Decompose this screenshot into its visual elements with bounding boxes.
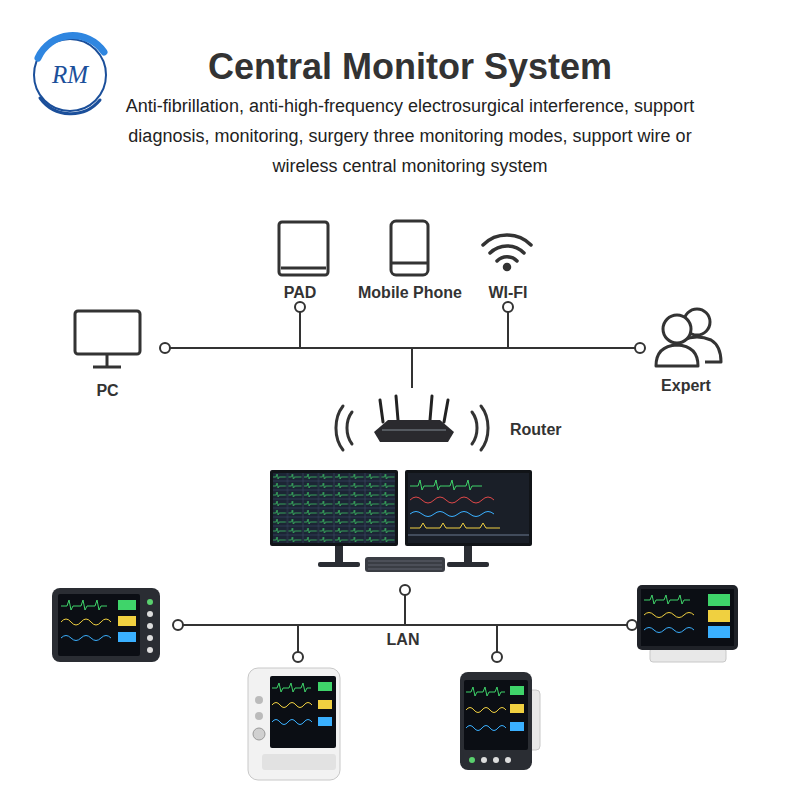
patient-monitor [637, 585, 738, 662]
patient-monitor [248, 668, 340, 780]
bus-connector [412, 307, 508, 388]
device-node: WI-FI [470, 215, 546, 307]
node-label: PAD [268, 283, 332, 303]
bus-endpoint [295, 302, 305, 312]
bus-connector [412, 348, 640, 388]
bus-endpoint [160, 343, 170, 353]
network-label: LAN [363, 630, 443, 650]
central-station [270, 470, 532, 572]
bus-connector [300, 307, 412, 388]
node-label: Mobile Phone [350, 283, 470, 303]
logo-mark [34, 36, 106, 114]
logo-text: RM [35, 60, 105, 90]
node-label: Expert [640, 376, 732, 396]
patient-monitor [52, 588, 160, 662]
pc-icon [75, 311, 140, 367]
phone-icon [391, 221, 428, 275]
bus-endpoint [503, 302, 513, 312]
patient-monitor [460, 672, 540, 770]
router-icon [336, 396, 488, 450]
tablet-icon [279, 222, 328, 275]
device-node: PC [50, 305, 165, 405]
subtitle-text: Anti-fibrillation, anti-high-frequency e… [95, 91, 725, 181]
device-node: PAD [268, 215, 332, 307]
people-icon [656, 309, 721, 366]
title-text: Central Monitor System [60, 44, 760, 90]
node-label: PC [50, 381, 165, 401]
bus-endpoint [635, 343, 645, 353]
user-node: Expert [640, 300, 732, 400]
bus-connector [165, 348, 412, 388]
node-label: WI-FI [470, 283, 546, 303]
device-node: Mobile Phone [350, 215, 470, 307]
lan-bus [173, 585, 637, 662]
node-label: Router [510, 420, 562, 440]
router-node: Router [330, 388, 580, 458]
wifi-icon [483, 235, 531, 269]
